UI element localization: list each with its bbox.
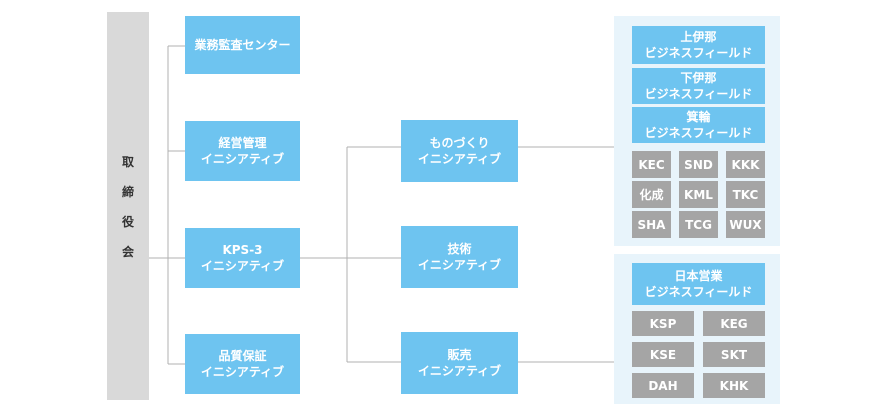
manufacturing-initiative-box: ものづくり イニシアティブ [401, 120, 518, 182]
quality-initiative-subtitle: イニシアティブ [200, 365, 285, 379]
company-kkk: KKK [726, 151, 765, 178]
company-wux: WUX [726, 211, 765, 238]
technology-initiative-subtitle: イニシアティブ [417, 258, 502, 272]
quality-initiative-title: 品質保証 [218, 349, 267, 363]
company-kse: KSE [632, 342, 694, 367]
kps3-initiative-box: KPS-3 イニシアティブ [185, 228, 300, 288]
kamiina-field-title: 上伊那 [680, 30, 717, 44]
company-kasei: 化成 [632, 181, 671, 208]
board-char-4: 会 [121, 244, 134, 259]
shimoina-field-title: 下伊那 [680, 71, 717, 85]
japan-sales-field-title: 日本営業 [674, 269, 723, 283]
sales-initiative-subtitle: イニシアティブ [417, 364, 502, 378]
company-tkc: TKC [726, 181, 765, 208]
management-initiative-subtitle: イニシアティブ [200, 152, 285, 166]
company-dah: DAH [632, 373, 694, 398]
shimoina-field-box: 下伊那 ビジネスフィールド [632, 68, 765, 104]
kamiina-field-subtitle: ビジネスフィールド [644, 46, 753, 60]
japan-sales-field-box: 日本営業 ビジネスフィールド [632, 263, 765, 305]
shimoina-field-subtitle: ビジネスフィールド [644, 87, 753, 101]
board-of-directors: 取 締 役 会 [107, 12, 149, 400]
quality-initiative-box: 品質保証 イニシアティブ [185, 334, 300, 394]
technology-initiative-box: 技術 イニシアティブ [401, 226, 518, 288]
company-skt: SKT [703, 342, 765, 367]
technology-initiative-title: 技術 [447, 242, 472, 256]
audit-center-box: 業務監査センター [185, 16, 300, 74]
kps3-initiative-title: KPS-3 [222, 243, 263, 257]
company-snd: SND [679, 151, 718, 178]
management-initiative-box: 経営管理 イニシアティブ [185, 121, 300, 181]
manufacturing-initiative-title: ものづくり [429, 136, 490, 150]
company-sha: SHA [632, 211, 671, 238]
company-kml: KML [679, 181, 718, 208]
sales-initiative-box: 販売 イニシアティブ [401, 332, 518, 394]
manufacturing-initiative-subtitle: イニシアティブ [417, 152, 502, 166]
sales-initiative-title: 販売 [447, 348, 472, 362]
company-keg: KEG [703, 311, 765, 336]
board-char-2: 締 [121, 184, 134, 199]
minowa-field-box: 箕輪 ビジネスフィールド [632, 107, 765, 143]
minowa-field-title: 箕輪 [686, 110, 711, 124]
japan-sales-field-subtitle: ビジネスフィールド [644, 285, 753, 299]
minowa-field-subtitle: ビジネスフィールド [644, 126, 753, 140]
board-char-3: 役 [121, 214, 134, 229]
company-ksp: KSP [632, 311, 694, 336]
management-initiative-title: 経営管理 [218, 136, 267, 150]
company-tcg: TCG [679, 211, 718, 238]
company-khk: KHK [703, 373, 765, 398]
audit-center-label: 業務監査センター [194, 38, 291, 52]
company-kec: KEC [632, 151, 671, 178]
kamiina-field-box: 上伊那 ビジネスフィールド [632, 26, 765, 64]
kps3-initiative-subtitle: イニシアティブ [200, 259, 285, 273]
board-char-1: 取 [121, 154, 134, 169]
